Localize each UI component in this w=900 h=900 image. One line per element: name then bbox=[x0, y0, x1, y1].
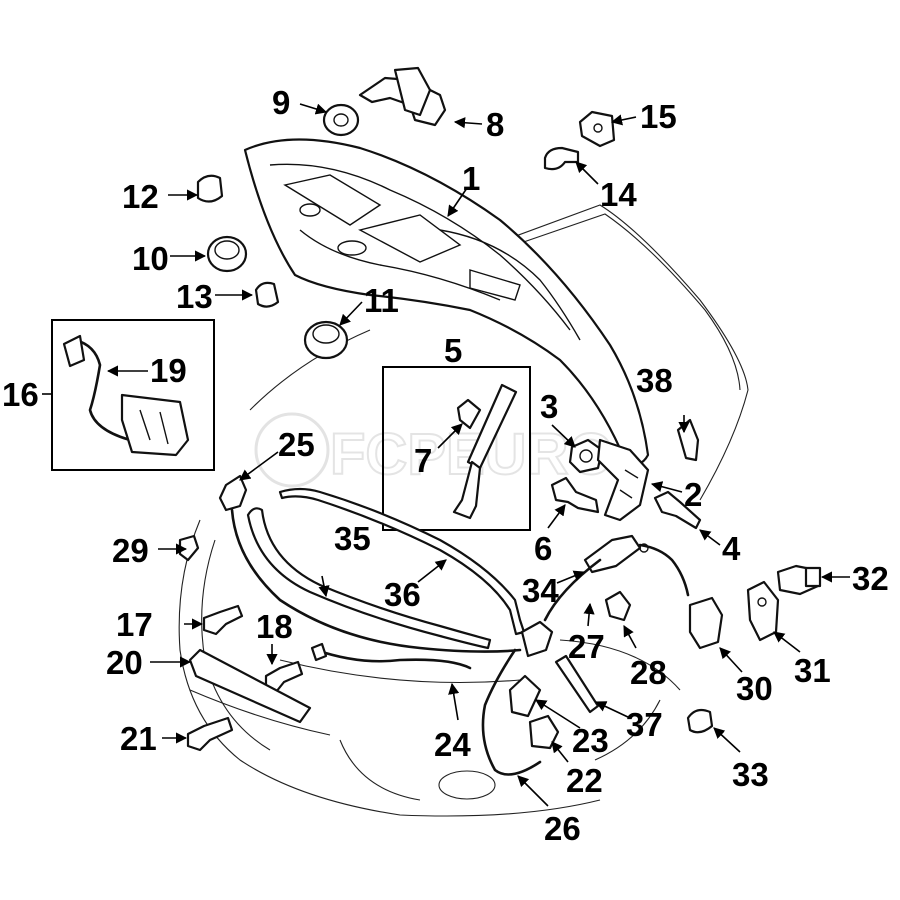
callout-32: 32 bbox=[852, 560, 889, 597]
part-20-bracket bbox=[188, 648, 312, 724]
part-23-bracket bbox=[508, 674, 542, 718]
vehicle-outline bbox=[178, 204, 749, 817]
callout-9: 9 bbox=[272, 84, 290, 121]
callout-6: 6 bbox=[534, 530, 552, 567]
part-4-bolt bbox=[653, 490, 702, 530]
callout-16: 16 bbox=[2, 376, 39, 413]
callout-35: 35 bbox=[334, 520, 371, 557]
part-31-bracket bbox=[746, 580, 780, 642]
callout-2: 2 bbox=[684, 476, 702, 513]
callout-3: 3 bbox=[540, 388, 558, 425]
callout-29: 29 bbox=[112, 532, 149, 569]
part-14-hook bbox=[543, 146, 580, 171]
callout-30: 30 bbox=[736, 670, 773, 707]
part-24-cable bbox=[314, 648, 472, 670]
part-17-bolt bbox=[202, 604, 244, 636]
latch-assembly bbox=[520, 620, 554, 658]
part-3-nut bbox=[568, 438, 604, 474]
part-6-bolt bbox=[550, 476, 600, 514]
part-9-nut bbox=[322, 103, 360, 137]
callout-33: 33 bbox=[732, 756, 769, 793]
part-36-seal-strip bbox=[278, 487, 526, 636]
callout-37: 37 bbox=[626, 706, 663, 743]
part-13-bumper-stop bbox=[254, 281, 280, 308]
callout-13: 13 bbox=[176, 278, 213, 315]
part-25-release-handle bbox=[218, 474, 248, 512]
release-cable-upper bbox=[230, 508, 522, 653]
part-8-striker-bracket bbox=[358, 66, 447, 127]
part-29-clip bbox=[178, 534, 200, 562]
callout-36: 36 bbox=[384, 576, 421, 613]
callout-24: 24 bbox=[434, 726, 471, 763]
callout-18: 18 bbox=[256, 608, 293, 645]
callout-23: 23 bbox=[572, 722, 609, 759]
callout-21: 21 bbox=[120, 720, 157, 757]
callout-38: 38 bbox=[636, 362, 673, 399]
part-30-stop bbox=[688, 596, 724, 650]
leader-arrows bbox=[42, 103, 850, 807]
callout-31: 31 bbox=[794, 652, 831, 689]
part-32-bolt bbox=[776, 564, 822, 596]
part-10-plug bbox=[206, 235, 248, 273]
part-12-bumper bbox=[196, 174, 224, 203]
part-33-clip bbox=[686, 708, 714, 734]
callout-4: 4 bbox=[722, 530, 741, 567]
part-5-box bbox=[382, 366, 531, 531]
part-22-latch bbox=[528, 714, 560, 750]
callout-8: 8 bbox=[486, 106, 504, 143]
part-16-box bbox=[51, 319, 215, 471]
callout-7: 7 bbox=[414, 442, 432, 479]
callout-19: 19 bbox=[150, 352, 187, 389]
callout-17: 17 bbox=[116, 606, 153, 643]
part-2-hinge bbox=[596, 438, 650, 522]
part-24-clip bbox=[310, 642, 328, 662]
callout-5: 5 bbox=[444, 332, 462, 369]
part-28-clip bbox=[604, 590, 632, 622]
callout-10: 10 bbox=[132, 240, 169, 277]
callout-28: 28 bbox=[630, 654, 667, 691]
callout-26: 26 bbox=[544, 810, 581, 847]
part-15-clip bbox=[578, 110, 616, 148]
callout-12: 12 bbox=[122, 178, 159, 215]
part-21-bolt bbox=[186, 716, 234, 752]
callout-20: 20 bbox=[106, 644, 143, 681]
callout-25: 25 bbox=[278, 426, 315, 463]
callout-1: 1 bbox=[462, 160, 480, 197]
callout-34: 34 bbox=[522, 572, 559, 609]
part-38-bracket bbox=[676, 418, 700, 462]
part-27-cable bbox=[543, 558, 602, 622]
part-26-cable bbox=[481, 648, 542, 776]
callout-14: 14 bbox=[600, 176, 637, 213]
callout-labels: 1 2 3 4 5 6 7 8 9 10 11 12 13 14 15 16 1… bbox=[2, 84, 889, 847]
callout-22: 22 bbox=[566, 762, 603, 799]
part-34-latch-bracket bbox=[583, 534, 690, 597]
part-35-seal bbox=[246, 507, 492, 650]
callout-27: 27 bbox=[568, 628, 605, 665]
callout-11: 11 bbox=[364, 282, 399, 319]
callout-15: 15 bbox=[640, 98, 677, 135]
part-11-grommet bbox=[303, 320, 349, 360]
